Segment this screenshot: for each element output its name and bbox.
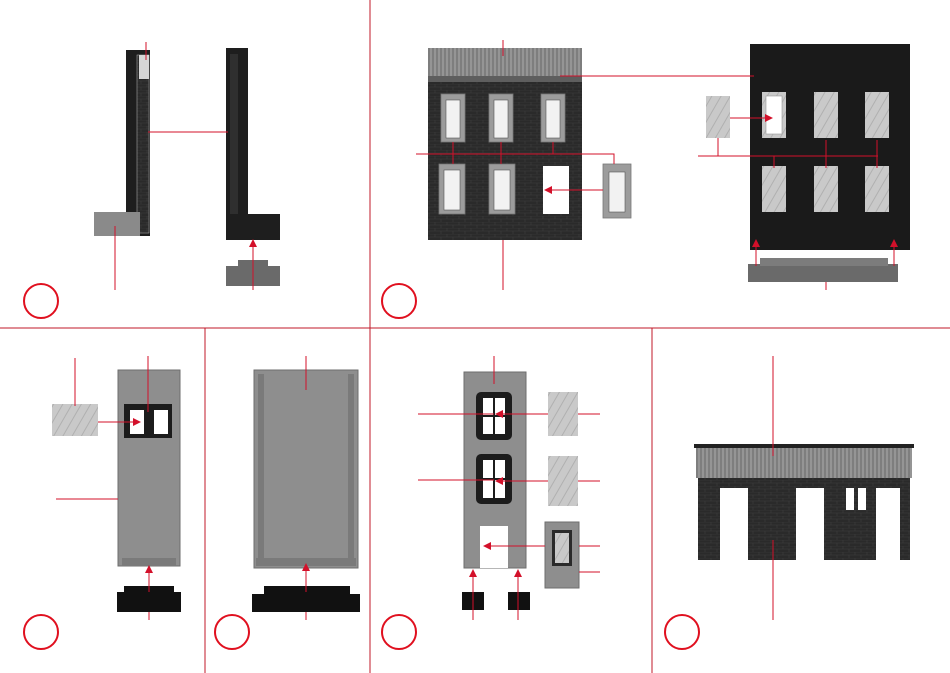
step6-opening-1 xyxy=(720,488,748,560)
step6-number-badge xyxy=(665,615,699,649)
step-3-panel xyxy=(24,356,181,649)
step3-loose-glass xyxy=(52,404,98,436)
step2-facade-back xyxy=(750,44,910,250)
step2-facade-front xyxy=(428,48,582,240)
step1-wall-profile-right xyxy=(226,48,280,240)
step-4-panel xyxy=(215,356,360,649)
step6-opening-3 xyxy=(876,488,900,560)
step5-loose-glass-pieces xyxy=(548,392,578,506)
step6-opening-2 xyxy=(796,488,824,560)
step2-loose-window xyxy=(603,164,631,218)
step-5-panel xyxy=(382,356,600,649)
step3-number-badge xyxy=(24,615,58,649)
step4-number-badge xyxy=(215,615,249,649)
step3-side-wall xyxy=(118,370,180,566)
step5-door xyxy=(545,522,579,588)
step-1-panel xyxy=(24,42,280,318)
step5-feet xyxy=(462,592,530,610)
step1-wall-profile-left xyxy=(94,50,150,236)
step-6-panel xyxy=(665,356,914,649)
step2-loose-glass xyxy=(706,96,730,138)
step5-narrow-wall xyxy=(464,372,526,568)
step2-number-badge xyxy=(382,284,416,318)
step-2-panel xyxy=(382,40,910,318)
step2-base-piece xyxy=(748,258,898,282)
step5-number-badge xyxy=(382,615,416,649)
step6-assembled-wall xyxy=(694,444,914,560)
step1-number-badge xyxy=(24,284,58,318)
step4-back-wall xyxy=(254,370,358,568)
